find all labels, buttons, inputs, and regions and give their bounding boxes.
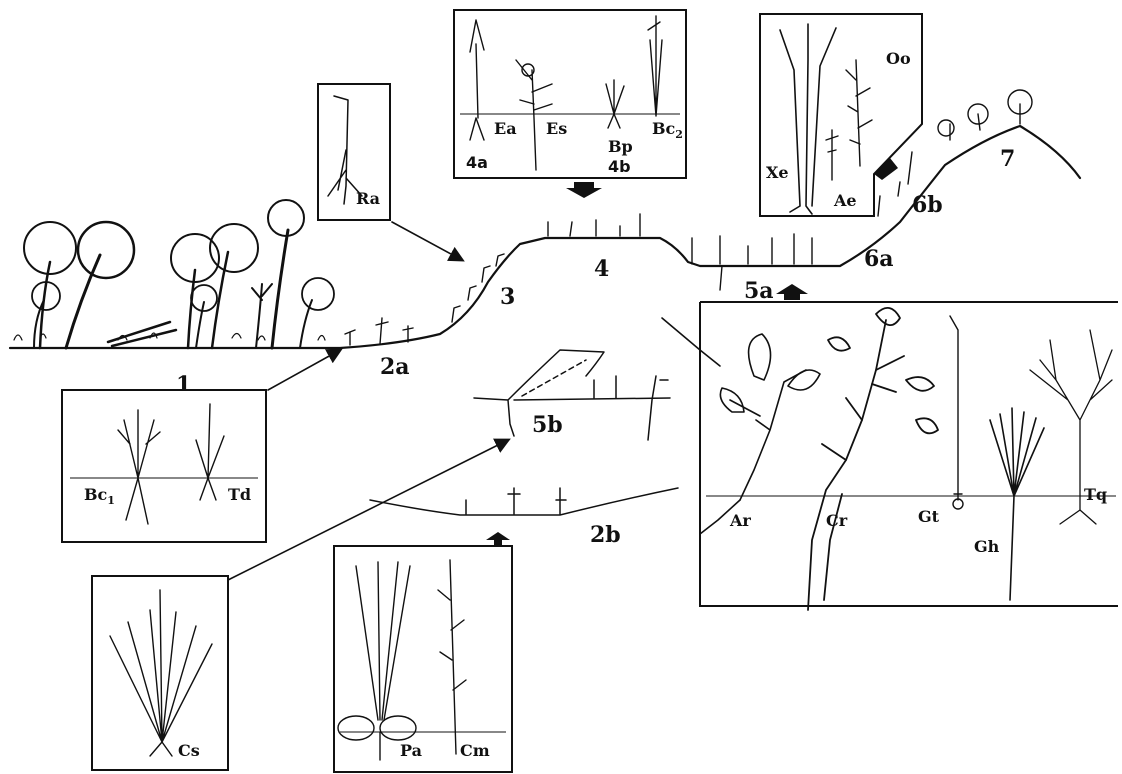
tree	[24, 222, 76, 348]
zone-label-6a: 6a	[864, 246, 894, 272]
plant-gt	[950, 316, 963, 509]
species-label-gt: Gt	[918, 507, 940, 526]
callout-arrows	[228, 222, 508, 580]
species-label-bp: Bp	[608, 137, 633, 156]
species-label-ea: Ea	[494, 119, 517, 138]
species-label-ar: Ar	[729, 511, 751, 530]
tree	[66, 222, 134, 348]
inset-5a: Ar Cr Gt Gh Tq	[662, 302, 1118, 610]
inset-ra: Ra	[318, 84, 390, 220]
zone-label-6b: 6b	[912, 192, 943, 218]
tree	[171, 234, 219, 348]
species-label-pa: Pa	[400, 741, 422, 760]
arrow-up-2b	[486, 532, 510, 546]
species-label-gh: Gh	[974, 537, 1000, 556]
zone-label-2b: 2b	[590, 522, 621, 548]
tree	[300, 278, 334, 348]
subzone-label-4a: 4a	[466, 153, 488, 172]
zone-label-5b: 5b	[532, 412, 563, 438]
arrow-bc1-td	[268, 350, 340, 390]
species-label-td: Td	[228, 485, 251, 504]
zone-label-4: 4	[594, 256, 609, 282]
tree	[210, 224, 258, 348]
arrow-ra	[392, 222, 462, 260]
species-label-cr: Cr	[826, 511, 848, 530]
zone-label-2a: 2a	[380, 354, 410, 380]
inset-2b: Pa Cm	[334, 546, 512, 772]
species-label-xe: Xe	[766, 163, 789, 182]
plant-ar	[662, 318, 820, 534]
tree	[252, 284, 272, 348]
species-label-ra: Ra	[356, 189, 380, 208]
zone-label-5a: 5a	[744, 278, 774, 304]
species-label-tq: Tq	[1084, 485, 1107, 504]
plant-cr	[808, 308, 938, 610]
profile-2b	[370, 488, 678, 515]
species-label-es: Es	[546, 119, 567, 138]
arrow-up-5a	[776, 284, 808, 300]
inset-6b: Xe Oo Ae	[760, 14, 922, 216]
species-label-oo: Oo	[886, 49, 911, 68]
inset-2a: Bc1 Td	[62, 390, 266, 542]
inset-5b: Cs	[92, 576, 228, 770]
fallen-log	[108, 322, 176, 346]
subzone-label-4b: 4b	[608, 157, 631, 176]
profile-5b	[474, 350, 670, 440]
tree	[268, 200, 304, 348]
species-label-cm: Cm	[460, 741, 490, 760]
zone-label-7: 7	[1000, 146, 1015, 172]
inset-4: Ea Es Bp Bc2 4a 4b	[454, 10, 686, 178]
zone-label-3: 3	[500, 284, 515, 310]
species-label-ae: Ae	[833, 191, 857, 210]
species-label-cs: Cs	[178, 741, 200, 760]
arrow-down-4	[566, 182, 602, 198]
plant-gh	[990, 408, 1044, 600]
forest-zone-1	[24, 200, 334, 348]
